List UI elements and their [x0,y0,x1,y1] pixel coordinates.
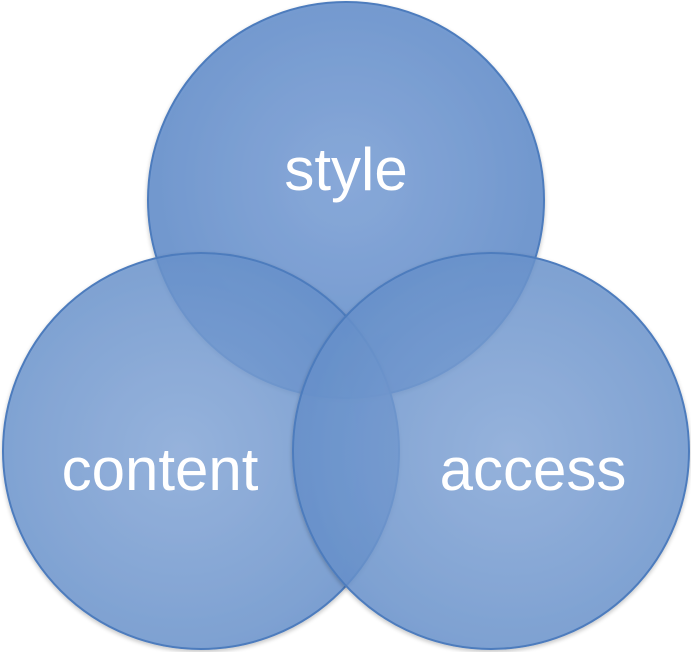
style-label: style [284,136,407,203]
access-circle [292,252,690,650]
content-label: content [62,436,259,503]
access-label: access [440,436,627,503]
